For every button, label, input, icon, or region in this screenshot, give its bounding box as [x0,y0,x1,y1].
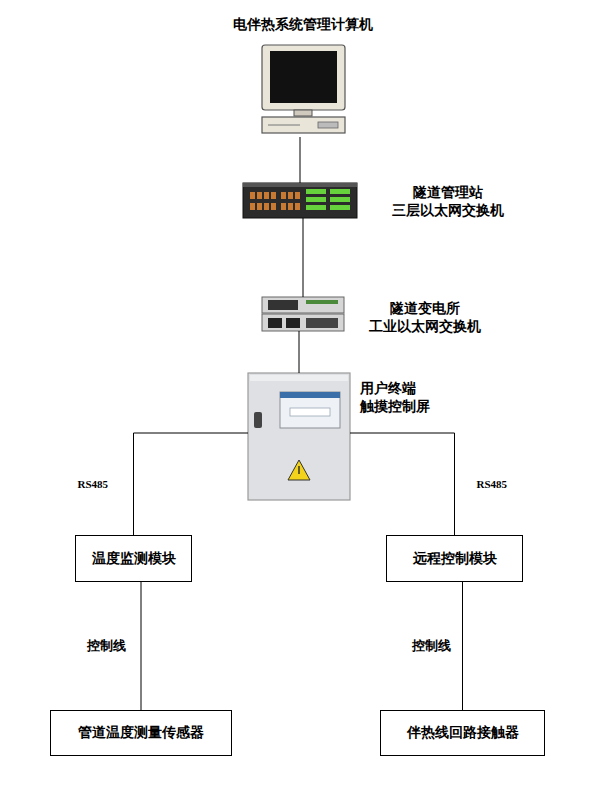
process-box: 管道温度测量传感器 [50,710,232,756]
warning-sign [288,460,310,480]
connector-line [462,582,463,710]
device-label: 隧道变电所 工业以太网交换机 [360,299,490,335]
edge-label: 控制线 [87,637,126,655]
copper-ports [250,192,300,210]
edge-label: RS485 [477,478,508,490]
terminal-node: 用户终端 触摸控制屏 [248,373,350,500]
switch-leds [306,300,338,304]
screen-field [290,408,330,416]
monitor-case [262,45,345,110]
process-box: 伴热线回路接触器 [380,710,545,756]
monitor-stand [294,110,312,116]
connector-line [134,433,249,535]
connector-line [141,582,142,710]
fiber-ports [306,189,350,210]
cabinet-body [248,373,350,500]
device-label: 电伴热系统管理计算机 [203,15,403,33]
switch-node: 隧道管理站 三层以太网交换机 [243,183,357,218]
connector-line [350,433,455,535]
box-label: 温度监测模块 [92,550,176,568]
process-box: 温度监测模块 [75,535,192,582]
drive-slot [268,125,300,126]
switch-unit-top [262,297,344,313]
device-label: 隧道管理站 三层以太网交换机 [383,183,513,219]
industrial-switch-icon [262,297,344,331]
switch-panel [268,300,298,310]
screen-bar [280,392,340,398]
door-lock [254,412,262,428]
control-cabinet-icon [248,373,350,500]
switch-panel [306,318,338,328]
box-label: 伴热线回路接触器 [407,724,519,742]
computer-node: 电伴热系统管理计算机 [258,45,348,137]
box-label: 远程控制模块 [413,550,497,568]
core-switch-icon [243,183,357,218]
process-box: 远程控制模块 [386,535,523,582]
cabinet-top [250,375,348,381]
drive-bay [318,122,338,128]
connector-line [303,218,304,297]
warning-mark [298,466,300,474]
edge-label: RS485 [78,478,109,490]
switch-panel [286,318,300,328]
connector-line [300,137,301,183]
switch-case [243,183,357,218]
computer-icon [262,45,345,133]
computer-base [262,117,345,133]
switch-node: 隧道变电所 工业以太网交换机 [262,297,344,331]
box-label: 管道温度测量传感器 [78,724,204,742]
touch-screen [280,392,340,428]
device-label: 用户终端 触摸控制屏 [360,379,460,415]
switch-unit-bottom [262,314,344,331]
connector-line [299,331,300,373]
switch-panel [268,318,282,328]
edge-label: 控制线 [412,637,451,655]
monitor-screen [270,51,337,103]
switch-top [243,183,357,187]
